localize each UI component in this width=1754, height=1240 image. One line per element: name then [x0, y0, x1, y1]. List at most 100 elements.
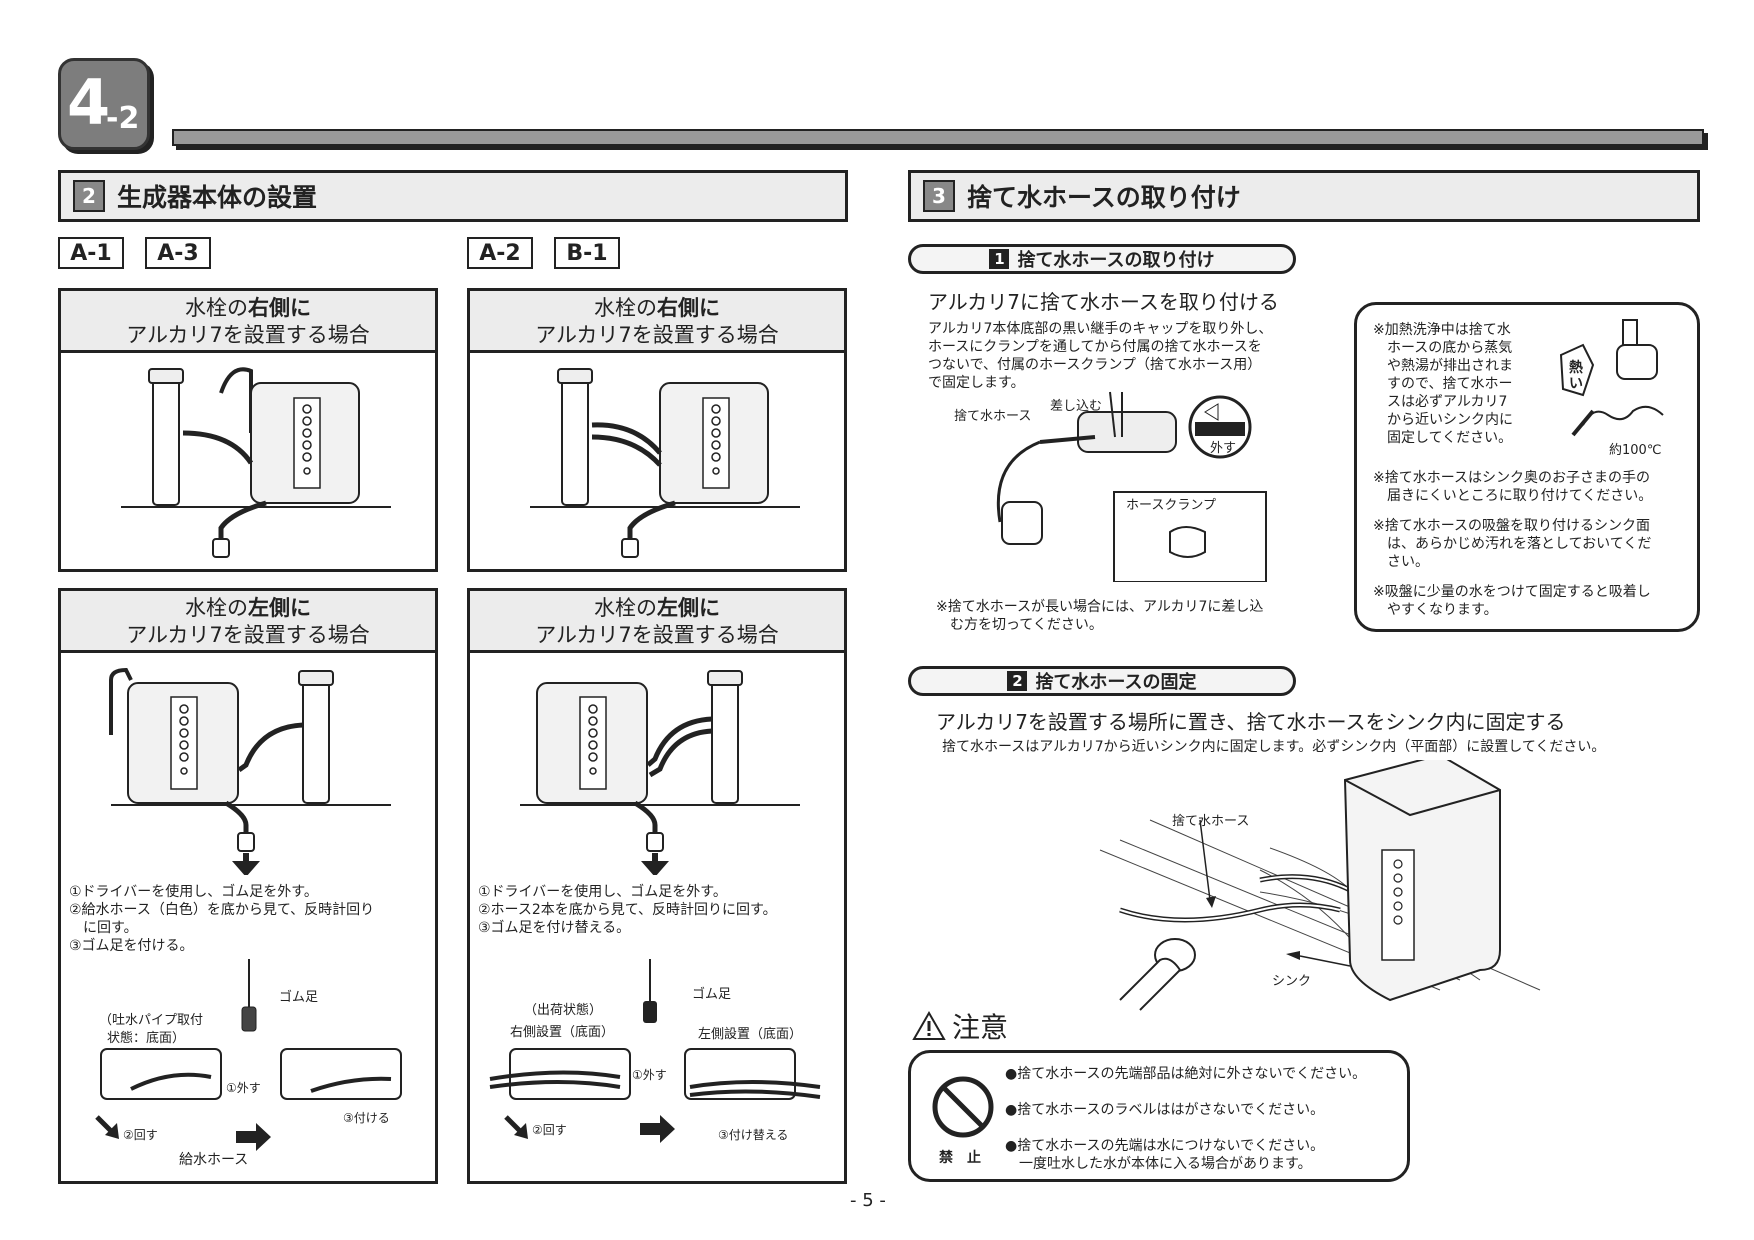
label-right-install: 右側設置（底面） — [510, 1025, 615, 1040]
note-line: ※捨て水ホースが長い場合には、アルカリ7に差し込 — [936, 599, 1264, 615]
step1-note: ※捨て水ホースが長い場合には、アルカリ7に差し込 む方を切ってください。 — [936, 598, 1336, 634]
section-number: 2 — [73, 180, 105, 212]
note-line: ※捨て水ホースはシンク奥のお子さまの手の — [1373, 470, 1651, 486]
step-2: ②給水ホース（白色）を底から見て、反時計回り — [69, 902, 375, 918]
step2-heading: アルカリ7を設置する場所に置き、捨て水ホースをシンク内に固定する — [936, 710, 1566, 734]
install-illustration — [530, 368, 800, 558]
header-rule — [172, 129, 1704, 146]
panel-title-a: 水栓の — [594, 596, 657, 620]
label-hose-clamp: ホースクランプ — [1126, 498, 1216, 513]
section-title: 生成器本体の設置 — [117, 183, 318, 212]
label-remove-cap: 外す — [1210, 441, 1237, 456]
note-line: ホースの底から蒸気 — [1373, 340, 1513, 356]
page-number: - 5 - — [850, 1190, 886, 1211]
caution-item: ●捨て水ホースの先端部品は絶対に外さないでください。 — [1005, 1066, 1367, 1082]
prohibit-label: 禁 止 — [939, 1150, 981, 1166]
panel-header: 水栓の右側に アルカリ7を設置する場合 — [470, 291, 844, 353]
step1-body-line: ホースにクランプを通してから付属の捨て水ホースを — [928, 339, 1262, 355]
panel-title-line2: アルカリ7を設置する場合 — [535, 623, 779, 647]
caution-title: 注意 — [952, 1011, 1009, 1044]
caution-box: 禁 止 ●捨て水ホースの先端部品は絶対に外さないでください。 ●捨て水ホースのラ… — [908, 1050, 1410, 1182]
step-2: ②ホース2本を底から見て、反時計回りに回す。 — [478, 902, 777, 918]
panel-title-line2: アルカリ7を設置する場合 — [126, 323, 370, 347]
step1-body-line: つないで、付属のホースクランプ（捨て水ホース用） — [928, 357, 1262, 373]
panel-title-b: 左側に — [657, 596, 720, 620]
note-line: すので、捨て水ホー — [1373, 376, 1513, 392]
label-replace: ③付け替える — [718, 1128, 789, 1142]
label-sink: シンク — [1272, 974, 1312, 989]
prohibit-icon — [932, 1076, 994, 1138]
note-line: や熱湯が排出されま — [1373, 358, 1513, 374]
step1-number: 1 — [989, 249, 1010, 269]
section-title: 捨て水ホースの取り付け — [967, 183, 1241, 212]
note-line: は、あらかじめ汚れを落としておいてくだ — [1373, 536, 1652, 552]
section-number: 3 — [923, 180, 955, 212]
label-ship: （出荷状態） — [524, 1003, 603, 1018]
note-line: やすくなります。 — [1373, 602, 1498, 618]
step1-title: 捨て水ホースの取り付け — [1017, 250, 1215, 271]
section-header-install: 2 生成器本体の設置 — [58, 170, 848, 222]
label-state-1: （吐水パイプ取付 — [99, 1013, 204, 1028]
hose-attach-illustration — [996, 391, 1267, 582]
caution-items: ●捨て水ホースの先端部品は絶対に外さないでください。 ●捨て水ホースのラベルはは… — [1005, 1065, 1366, 1173]
step-2-cont: に回す。 — [69, 920, 138, 936]
notes-box: ※加熱洗浄中は捨て水 ホースの底から蒸気 や熱湯が排出されま すので、捨て水ホー… — [1354, 302, 1700, 632]
step-3: ③ゴム足を付け替える。 — [478, 920, 631, 936]
panel-title-a: 水栓の — [594, 296, 657, 320]
caution-item: ●捨て水ホースのラベルははがさないでください。 — [1005, 1102, 1325, 1118]
install-illustration — [121, 367, 391, 558]
step1-pill: 1 捨て水ホースの取り付け — [908, 244, 1296, 274]
label-remove: ①外す — [632, 1068, 667, 1082]
section-header-drain-hose: 3 捨て水ホースの取り付け — [908, 170, 1700, 222]
caution-heading: 注意 — [912, 1006, 1008, 1046]
panel-title-line2: アルカリ7を設置する場合 — [126, 623, 370, 647]
panel-left-side-b: 水栓の左側に アルカリ7を設置する場合 ①ドライバーを使用し、ゴム足を外す。 ②… — [467, 588, 847, 1184]
chapter-major: 4 — [67, 66, 111, 139]
warning-triangle-icon — [912, 1011, 946, 1040]
label-attach: ③付ける — [343, 1111, 390, 1125]
install-illustration — [109, 667, 391, 875]
instruction-steps: ①ドライバーを使用し、ゴム足を外す。 ②給水ホース（白色）を底から見て、反時計回… — [69, 883, 429, 955]
step2-number: 2 — [1007, 671, 1028, 691]
label-turn: ②回す — [532, 1123, 567, 1137]
panel-title-line2: アルカリ7を設置する場合 — [535, 323, 779, 347]
label-supply-hose: 給水ホース — [179, 1152, 249, 1168]
panel-header: 水栓の左側に アルカリ7を設置する場合 — [470, 591, 844, 653]
panel-left-side-a: 水栓の左側に アルカリ7を設置する場合 ①ドライバーを使用し、ゴム足を外す。 ②… — [58, 588, 438, 1184]
panel-title-a: 水栓の — [185, 296, 248, 320]
panel-right-side-a: 水栓の右側に アルカリ7を設置する場合 — [58, 288, 438, 572]
label-drain-hose: 捨て水ホース — [954, 409, 1032, 424]
panel-right-side-b: 水栓の右側に アルカリ7を設置する場合 — [467, 288, 847, 572]
foot-illustration — [95, 959, 402, 1151]
label-turn: ②回す — [123, 1128, 158, 1142]
label-gomu: ゴム足 — [279, 990, 319, 1005]
panel-header: 水栓の左側に アルカリ7を設置する場合 — [61, 591, 435, 653]
panel-title-b: 右側に — [248, 296, 311, 320]
note-line: む方を切ってください。 — [936, 617, 1103, 633]
hot-steam-illustration — [1559, 319, 1664, 437]
model-tag-a1: A-1 — [58, 237, 124, 269]
sink-install-illustration — [1099, 760, 1541, 1011]
heating-note: ※加熱洗浄中は捨て水 ホースの底から蒸気 や熱湯が排出されま すので、捨て水ホー… — [1373, 321, 1543, 447]
step-1: ①ドライバーを使用し、ゴム足を外す。 — [69, 884, 318, 900]
hot-label: 熱い — [1569, 360, 1583, 392]
step2-subtext: 捨て水ホースはアルカリ7から近いシンク内に固定します。必ずシンク内（平面部）に設… — [942, 739, 1606, 755]
note-line: ※吸盤に少量の水をつけて固定すると吸着し — [1373, 584, 1651, 600]
model-tag-a2: A-2 — [467, 237, 533, 269]
model-tag-a3: A-3 — [145, 237, 211, 269]
label-drain-hose-2: 捨て水ホース — [1172, 814, 1250, 829]
note-line: ※捨て水ホースの吸盤を取り付けるシンク面 — [1373, 518, 1651, 534]
note-line: 固定してください。 — [1373, 430, 1513, 446]
step-3: ③ゴム足を付ける。 — [69, 938, 194, 954]
step2-title: 捨て水ホースの固定 — [1035, 672, 1197, 693]
note-line: さい。 — [1373, 554, 1429, 570]
caution-item: ●捨て水ホースの先端は水につけないでください。 — [1005, 1138, 1325, 1154]
step-1: ①ドライバーを使用し、ゴム足を外す。 — [478, 884, 727, 900]
panel-title-b: 右側に — [657, 296, 720, 320]
foot-illustration — [489, 959, 821, 1143]
label-left-install: 左側設置（底面） — [698, 1027, 803, 1042]
suction-note: ※吸盤に少量の水をつけて固定すると吸着し やすくなります。 — [1373, 583, 1693, 619]
child-note: ※捨て水ホースはシンク奥のお子さまの手の 届きにくいところに取り付けてください。 — [1373, 469, 1693, 505]
panel-title-b: 左側に — [248, 596, 311, 620]
instruction-steps: ①ドライバーを使用し、ゴム足を外す。 ②ホース2本を底から見て、反時計回りに回す… — [478, 883, 838, 937]
